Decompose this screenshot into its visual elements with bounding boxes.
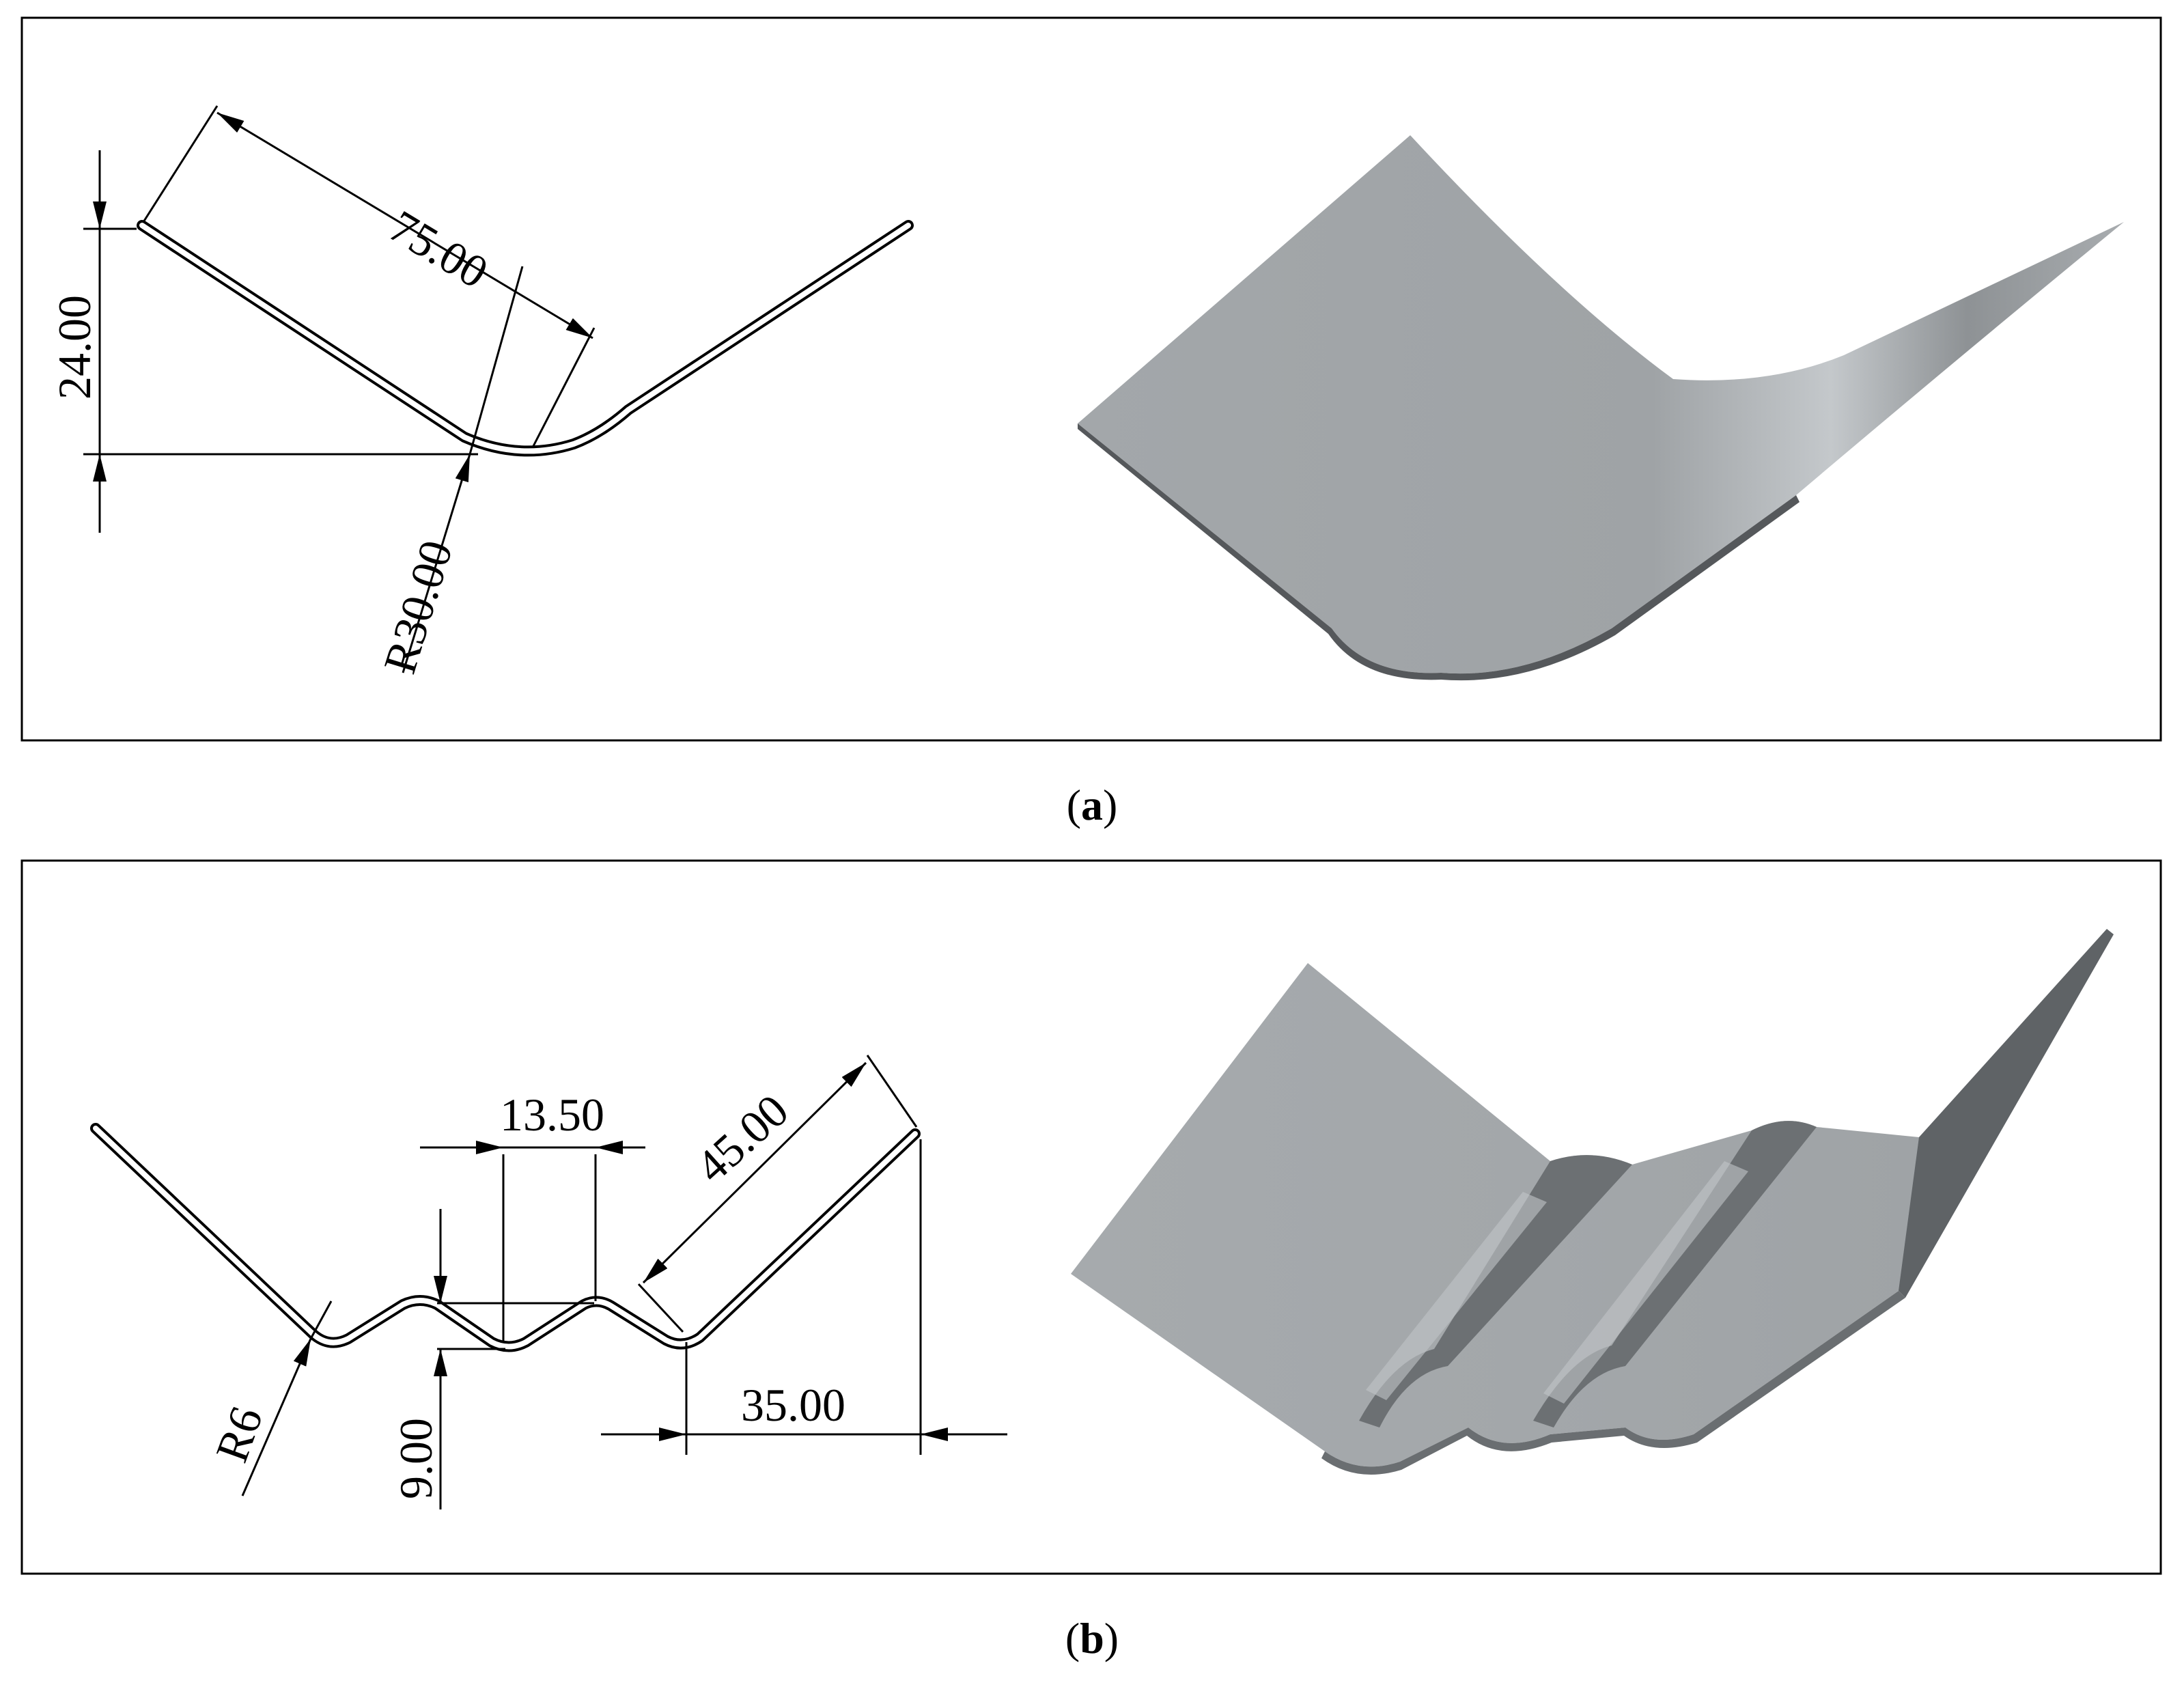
dimensions-a <box>83 105 596 673</box>
profile-b <box>90 1123 921 1352</box>
panel-b-frame <box>20 859 2162 1575</box>
dimensions-b <box>241 1055 1007 1509</box>
extension-line-45-top <box>866 1055 918 1128</box>
dim-label-r30: R30.00 <box>374 534 463 679</box>
render-3d-a <box>1078 135 2124 681</box>
caption-b: (b) <box>1065 1614 1119 1662</box>
extension-line-75-left <box>142 105 219 223</box>
dim-label-9: 9.00 <box>390 1418 442 1499</box>
dim-label-35: 35.00 <box>741 1379 845 1431</box>
dim-label-r6: R6 <box>206 1400 273 1469</box>
dim-label-45: 45.00 <box>686 1084 798 1193</box>
dim-label-13: 13.50 <box>500 1089 604 1141</box>
extension-line-75-right <box>531 327 596 448</box>
dim-line-45 <box>642 1061 867 1284</box>
panel-a-frame <box>20 16 2162 742</box>
caption-a: (a) <box>1067 781 1118 829</box>
dim-label-24: 24.00 <box>48 295 100 400</box>
profile-a <box>137 220 914 457</box>
dim-label-75: 75.00 <box>380 200 496 298</box>
leader-r30 <box>402 454 471 673</box>
extension-line-45-bottom <box>637 1283 684 1333</box>
dim-line-75 <box>216 111 593 339</box>
leader-r6 <box>241 1338 312 1496</box>
render-3d-b <box>1071 929 2114 1475</box>
